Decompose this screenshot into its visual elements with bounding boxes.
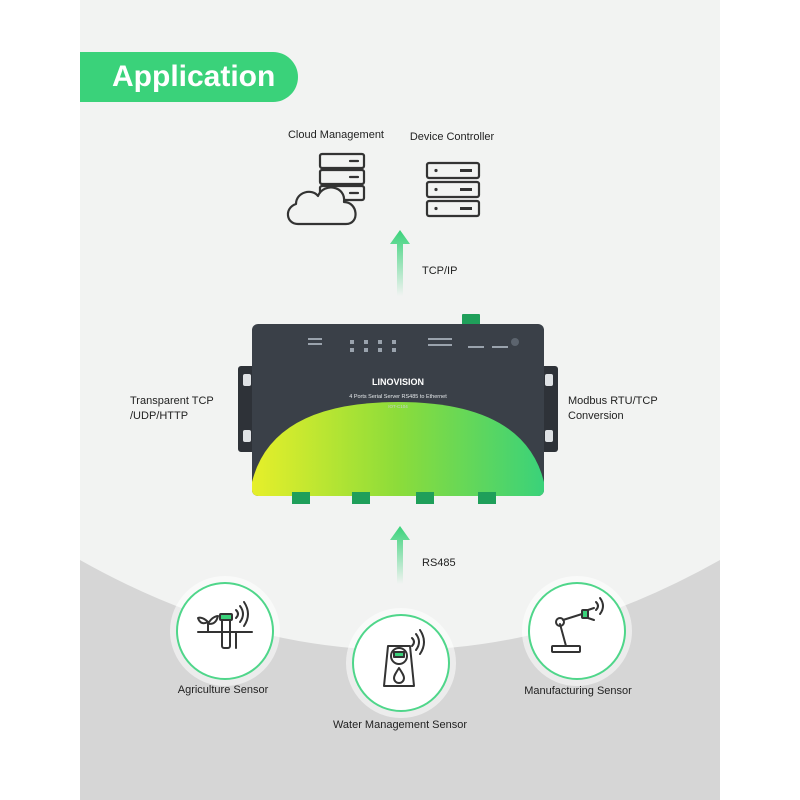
agriculture-sensor-label: Agriculture Sensor: [177, 684, 269, 696]
device-brand: LINOVISION: [372, 377, 424, 387]
device-controller-label: Device Controller: [409, 131, 495, 143]
transparent-tcp-label: Transparent TCP /UDP/HTTP: [130, 395, 214, 422]
agriculture-sensor-node: [176, 582, 274, 680]
water-sensor-node: [352, 614, 450, 712]
rs485-arrow: [390, 526, 410, 584]
agriculture-sensor-icon: [197, 601, 253, 649]
section-title: Application: [80, 52, 298, 102]
modbus-conversion-label: Modbus RTU/TCP Conversion: [568, 395, 658, 422]
tcpip-label: TCP/IP: [422, 265, 458, 277]
manufacturing-sensor-label: Manufacturing Sensor: [524, 685, 632, 697]
server-rack-icon: [425, 161, 481, 218]
robot-arm-icon: [551, 597, 604, 653]
water-sensor-label: Water Management Sensor: [332, 719, 468, 731]
cloud-management-label: Cloud Management: [287, 129, 384, 141]
uplink-arrow: [390, 230, 410, 296]
device-part-number: IOT-C104: [388, 404, 408, 409]
serial-server-device: LINOVISION 4 Ports Serial Server RS485 t…: [238, 314, 558, 504]
device-model: 4 Ports Serial Server RS485 to Ethernet: [349, 394, 447, 400]
water-meter-icon: [383, 629, 425, 687]
manufacturing-sensor-node: [528, 582, 626, 680]
cloud-server-icon: [286, 152, 366, 226]
rs485-label: RS485: [422, 557, 456, 569]
